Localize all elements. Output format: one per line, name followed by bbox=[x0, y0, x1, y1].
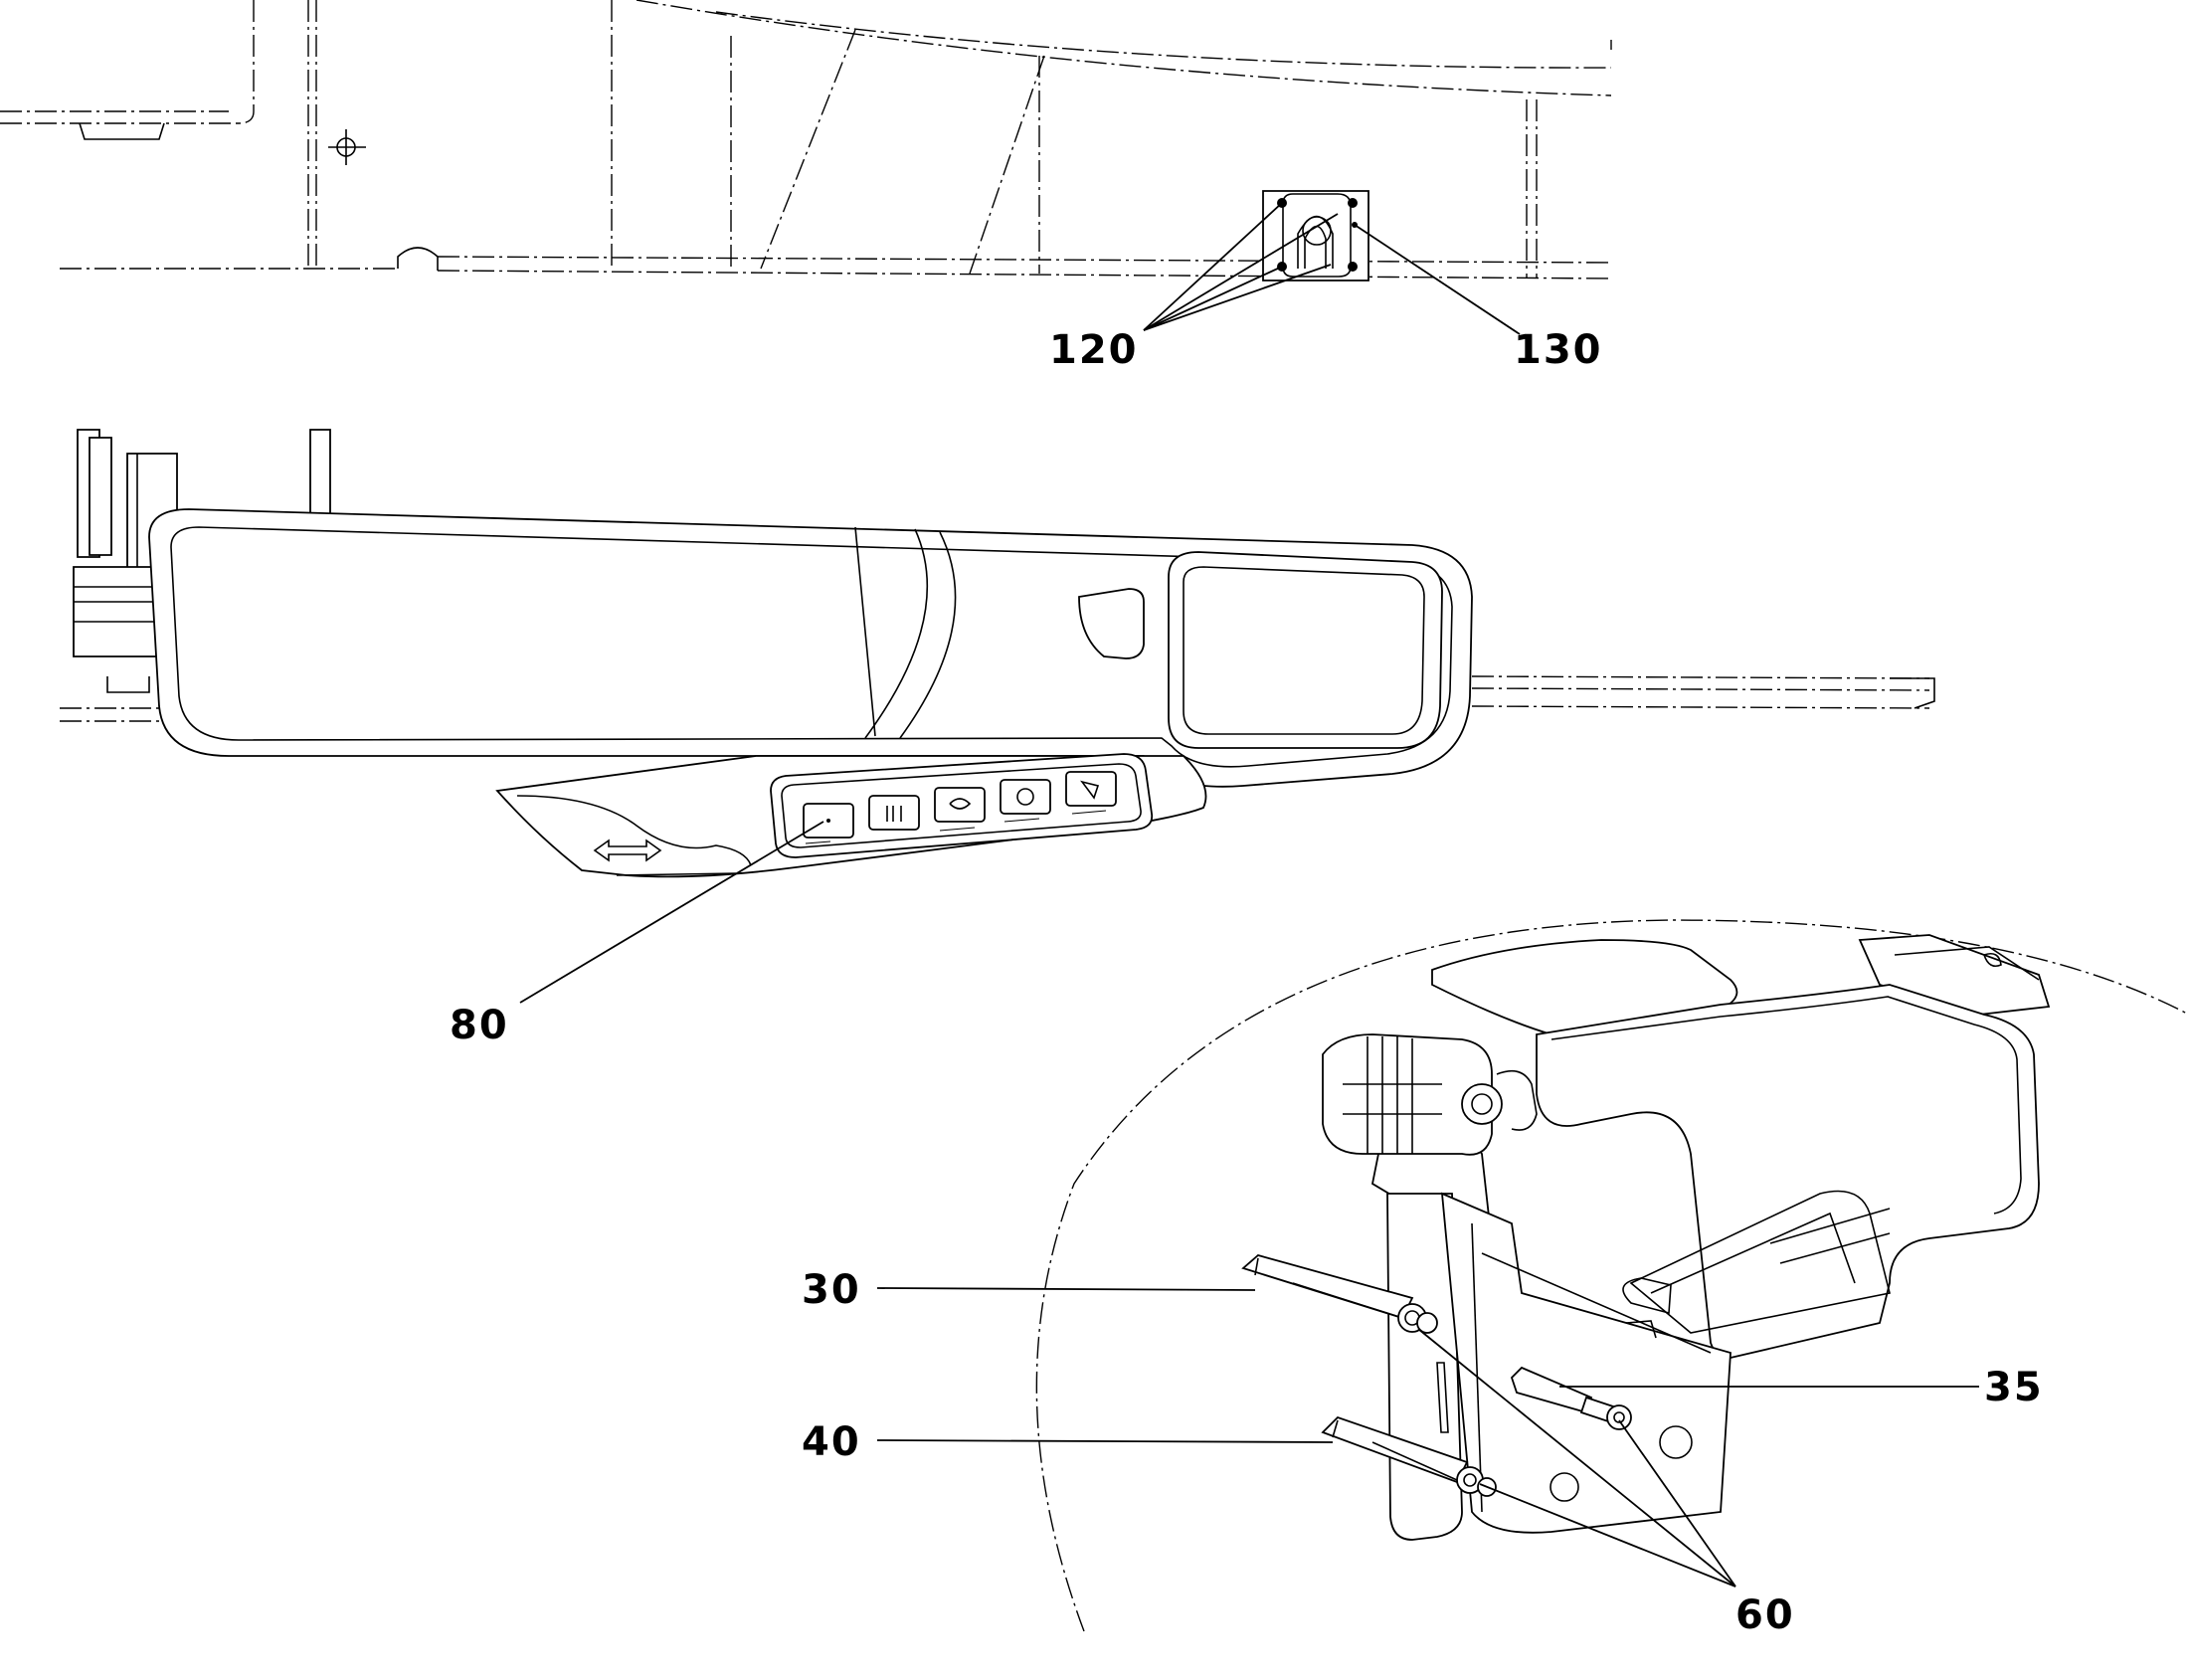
console-button-5 bbox=[1065, 771, 1117, 807]
double-arrow-icon bbox=[593, 839, 662, 862]
console-button-2 bbox=[868, 795, 920, 831]
ref-label-30: 30 bbox=[802, 1267, 861, 1313]
console-button-4 bbox=[1000, 779, 1051, 815]
control-console bbox=[60, 429, 1935, 878]
ref-label-35: 35 bbox=[1984, 1365, 2044, 1410]
leader-lines-120-130 bbox=[1143, 202, 1521, 335]
ref-label-120: 120 bbox=[1049, 327, 1139, 373]
console-button-3 bbox=[934, 787, 986, 823]
detail-hinge-assembly bbox=[1241, 934, 2051, 1541]
detail-view-boundary bbox=[1035, 919, 2189, 1632]
ref-label-60: 60 bbox=[1735, 1592, 1795, 1638]
ref-label-80: 80 bbox=[450, 1003, 509, 1048]
ref-label-130: 130 bbox=[1514, 327, 1603, 373]
leader-line-80 bbox=[519, 821, 824, 1004]
reference-numerals: 120 130 80 30 35 40 60 bbox=[450, 327, 2044, 1638]
leader-lines-detail bbox=[876, 1287, 1979, 1587]
overhead-structure bbox=[0, 0, 1612, 280]
ref-label-40: 40 bbox=[802, 1419, 861, 1465]
mounting-plate bbox=[1262, 190, 1369, 281]
